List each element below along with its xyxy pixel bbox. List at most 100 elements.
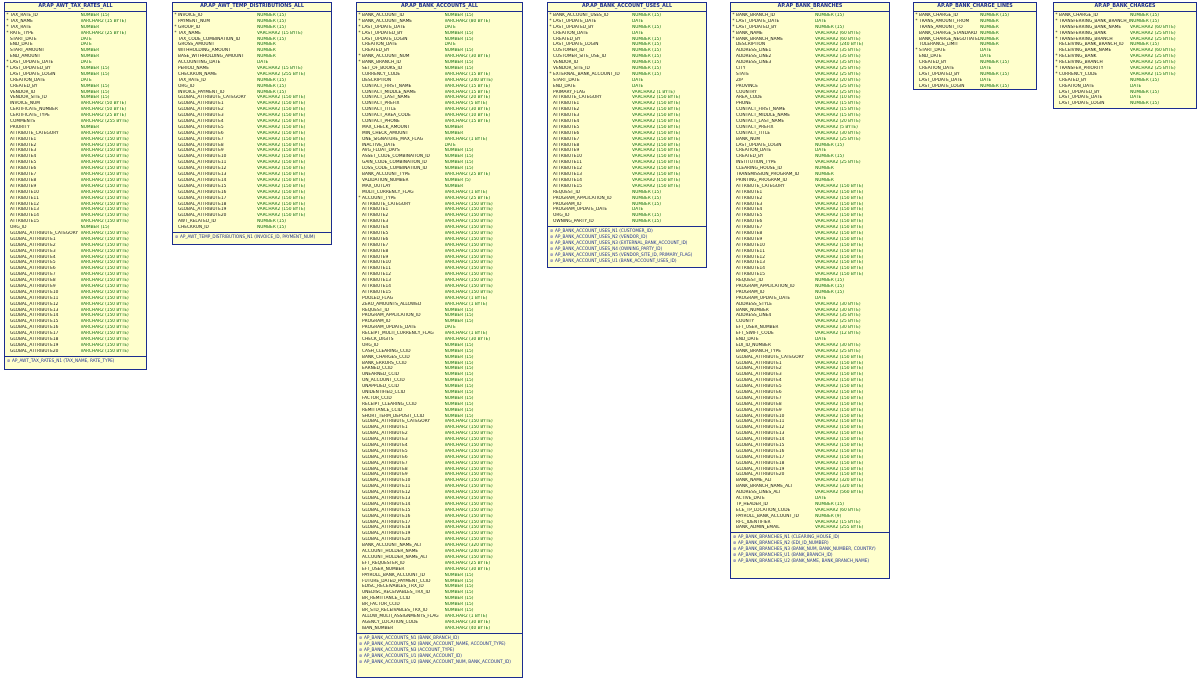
index-row[interactable]: ⊚AP_BANK_ACCOUNT_USES_N4 (OWNING_PARTY_I… (548, 246, 706, 252)
index-row[interactable]: ⊚AP_BANK_BRANCHES_N3 (BANK_NUM, BANK_NUM… (731, 546, 889, 552)
index-row[interactable]: ⊚AP_BANK_ACCOUNTS_N1 (BANK_BRANCH_ID) (357, 635, 522, 641)
index-row[interactable]: ⊚AP_BANK_ACCOUNT_USES_U1 (BANK_ACCOUNT_U… (548, 258, 706, 264)
index-row[interactable]: ⊚AP_BANK_BRANCHES_U2 (BANK_NAME, BANK_BR… (731, 558, 889, 564)
table-title[interactable]: AP.AP_BANK_ACCOUNT_USES_ALL (548, 3, 706, 12)
index-row[interactable]: ⊚AP_BANK_BRANCHES_N1 (CLEARING_HOUSE_ID) (731, 534, 889, 540)
index-row[interactable]: ⊚AP_BANK_ACCOUNTS_N3 (ACCOUNT_TYPE) (357, 647, 522, 653)
